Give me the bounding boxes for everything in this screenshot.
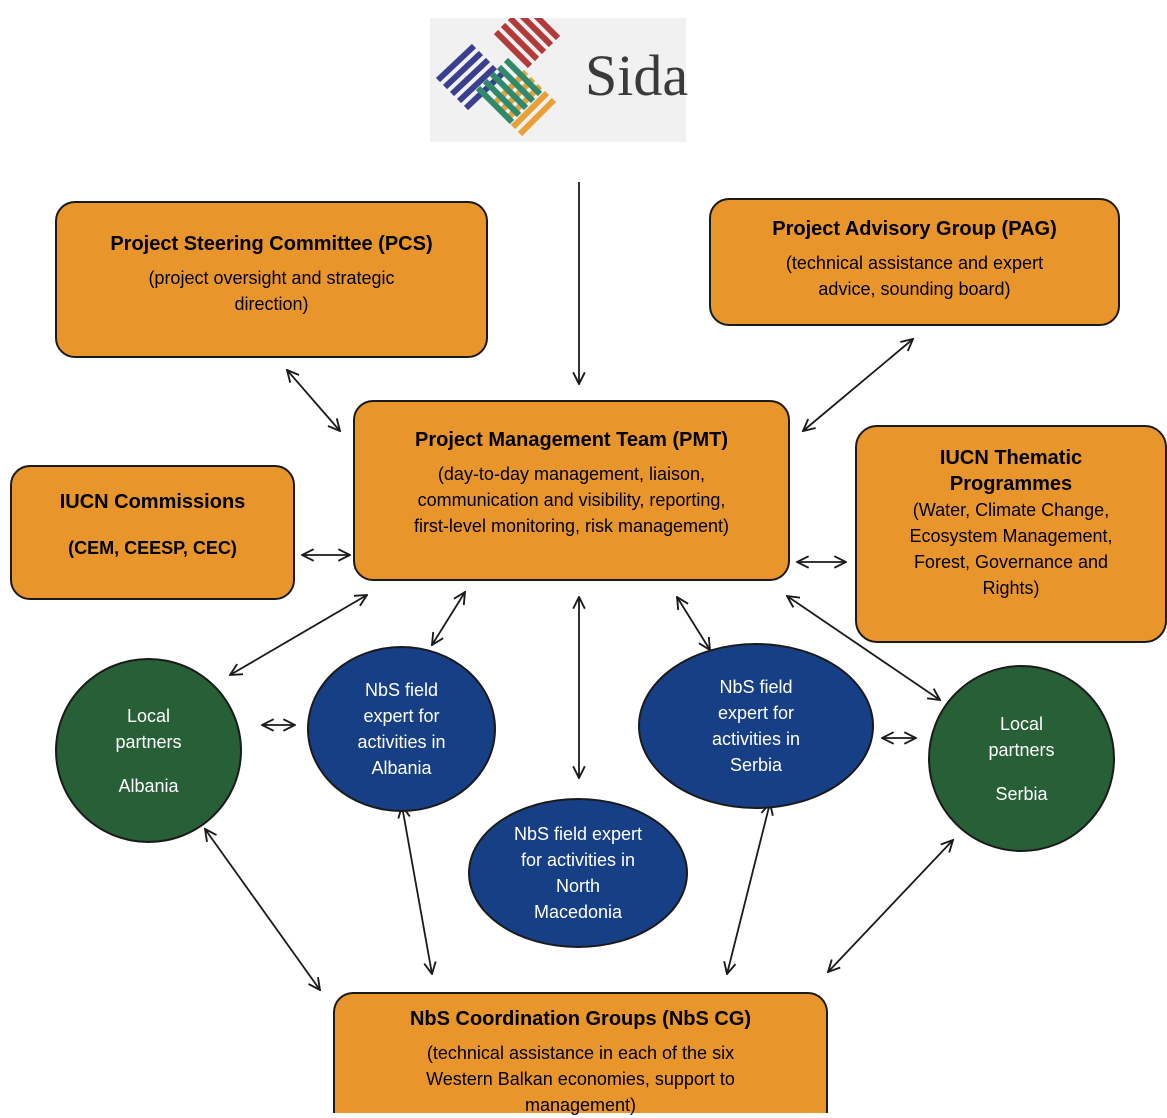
project-steering-committee-box: Project Steering Committee (PCS) (projec…	[55, 201, 488, 358]
arrow-pmt-expert-serbia	[677, 597, 710, 650]
cg-desc-line-2: Western Balkan economies, support to	[426, 1069, 735, 1089]
expert-serbia-line-3: activities in	[711, 729, 801, 749]
partners-serbia-line-1: Local	[999, 713, 1044, 734]
arrow-expert-serbia-cg	[727, 803, 770, 974]
expert-albania-line-2: expert for	[363, 706, 440, 726]
partners-albania-line-3: Albania	[118, 775, 179, 796]
cg-desc-line-3: management)	[524, 1095, 637, 1115]
arrow-pag-pmt	[803, 339, 913, 431]
thematic-desc-line-1: (Water, Climate Change,	[912, 500, 1110, 520]
logo-stripe	[435, 43, 477, 83]
nbs-coordination-groups-box: NbS Coordination Groups (NbS CG) (techni…	[333, 992, 828, 1115]
cg-title: NbS Coordination Groups (NbS CG)	[409, 1008, 752, 1030]
pag-desc-line-2: advice, sounding board)	[818, 279, 1011, 299]
expert-albania-line-3: activities in	[357, 732, 446, 752]
pmt-desc-line-2: communication and visibility, reporting,	[417, 490, 726, 510]
local-partners-albania-circle: Local partners Albania	[55, 658, 242, 843]
thematic-desc-line-4: Rights)	[982, 578, 1040, 598]
nbs-expert-serbia-ellipse: NbS field expert for activities in Serbi…	[638, 643, 874, 809]
expert-serbia-line-4: Serbia	[729, 755, 783, 775]
pcs-desc-line-2: direction)	[234, 294, 309, 314]
logo-stripe	[507, 18, 547, 55]
expert-albania-line-4: Albania	[371, 758, 432, 778]
project-management-team-box: Project Management Team (PMT) (day-to-da…	[353, 400, 790, 581]
partners-serbia-line-3: Serbia	[995, 783, 1048, 804]
arrow-pmt-expert-albania	[432, 592, 465, 645]
logo-stripe	[510, 90, 550, 130]
logo-stripe	[519, 18, 554, 48]
expert-serbia-line-1: NbS field	[719, 677, 793, 697]
arrow-partners-albania-cg	[205, 829, 320, 990]
logo-stripe	[489, 71, 529, 111]
iucn-commissions-box: IUCN Commissions (CEM, CEESP, CEC)	[10, 465, 295, 600]
commissions-title: IUCN Commissions	[59, 491, 246, 513]
expert-serbia-line-2: expert for	[717, 703, 795, 723]
partners-serbia-line-2: partners	[988, 739, 1055, 760]
arrow-pmt-partners-albania	[230, 595, 367, 675]
partners-albania-line-2: partners	[115, 731, 182, 752]
pmt-desc-line-3: first-level monitoring, risk management)	[413, 516, 730, 536]
sida-logo: Sida	[430, 18, 689, 142]
pcs-desc-line-1: (project oversight and strategic	[148, 268, 395, 288]
project-advisory-group-box: Project Advisory Group (PAG) (technical …	[709, 198, 1120, 326]
logo-stripe	[482, 78, 522, 118]
logo-stripe	[442, 50, 484, 90]
nbs-expert-albania-ellipse: NbS field expert for activities in Alban…	[307, 646, 496, 812]
arrow-expert-albania-cg	[402, 806, 432, 974]
logo-stripe	[517, 97, 557, 137]
expert-albania-line-1: NbS field	[364, 680, 439, 700]
expert-macedonia-line-2: for activities in	[520, 850, 636, 870]
logo-stripe	[456, 64, 498, 104]
commissions-subtitle: (CEM, CEESP, CEC)	[68, 538, 237, 558]
partners-albania-line-1: Local	[126, 705, 171, 726]
pcs-title: Project Steering Committee (PCS)	[110, 233, 433, 255]
expert-macedonia-line-1: NbS field expert	[513, 824, 643, 844]
cg-desc-line-1: (technical assistance in each of the six	[426, 1043, 735, 1063]
pag-title: Project Advisory Group (PAG)	[772, 218, 1057, 240]
logo-stripe	[449, 57, 491, 97]
expert-macedonia-line-4: Macedonia	[533, 902, 623, 922]
arrow-partners-serbia-cg	[828, 840, 953, 972]
logo-stripe	[533, 18, 561, 41]
logo-stripe	[503, 57, 543, 97]
thematic-title-line-2: Programmes	[949, 473, 1073, 495]
pag-desc-line-1: (technical assistance and expert	[785, 253, 1044, 273]
logo-stripe	[493, 29, 533, 69]
sida-wordmark: Sida	[585, 43, 689, 108]
arrow-pcs-pmt	[287, 370, 340, 431]
arrow-pmt-partners-serbia	[787, 596, 940, 700]
thematic-desc-line-2: Ecosystem Management,	[909, 526, 1113, 546]
logo-stripe	[496, 64, 536, 104]
pmt-desc-line-1: (day-to-day management, liaison,	[437, 464, 706, 484]
logo-stripe	[500, 22, 540, 62]
sida-logo-mark	[435, 18, 561, 137]
thematic-title-line-1: IUCN Thematic	[939, 447, 1083, 469]
thematic-desc-line-3: Forest, Governance and	[913, 552, 1109, 572]
expert-macedonia-line-3: North	[555, 876, 600, 896]
nbs-expert-north-macedonia-ellipse: NbS field expert for activities in North…	[468, 798, 688, 948]
local-partners-serbia-circle: Local partners Serbia	[928, 665, 1115, 852]
iucn-thematic-programmes-box: IUCN Thematic Programmes (Water, Climate…	[855, 425, 1167, 643]
logo-stripe	[475, 85, 515, 125]
pmt-title: Project Management Team (PMT)	[414, 429, 729, 451]
